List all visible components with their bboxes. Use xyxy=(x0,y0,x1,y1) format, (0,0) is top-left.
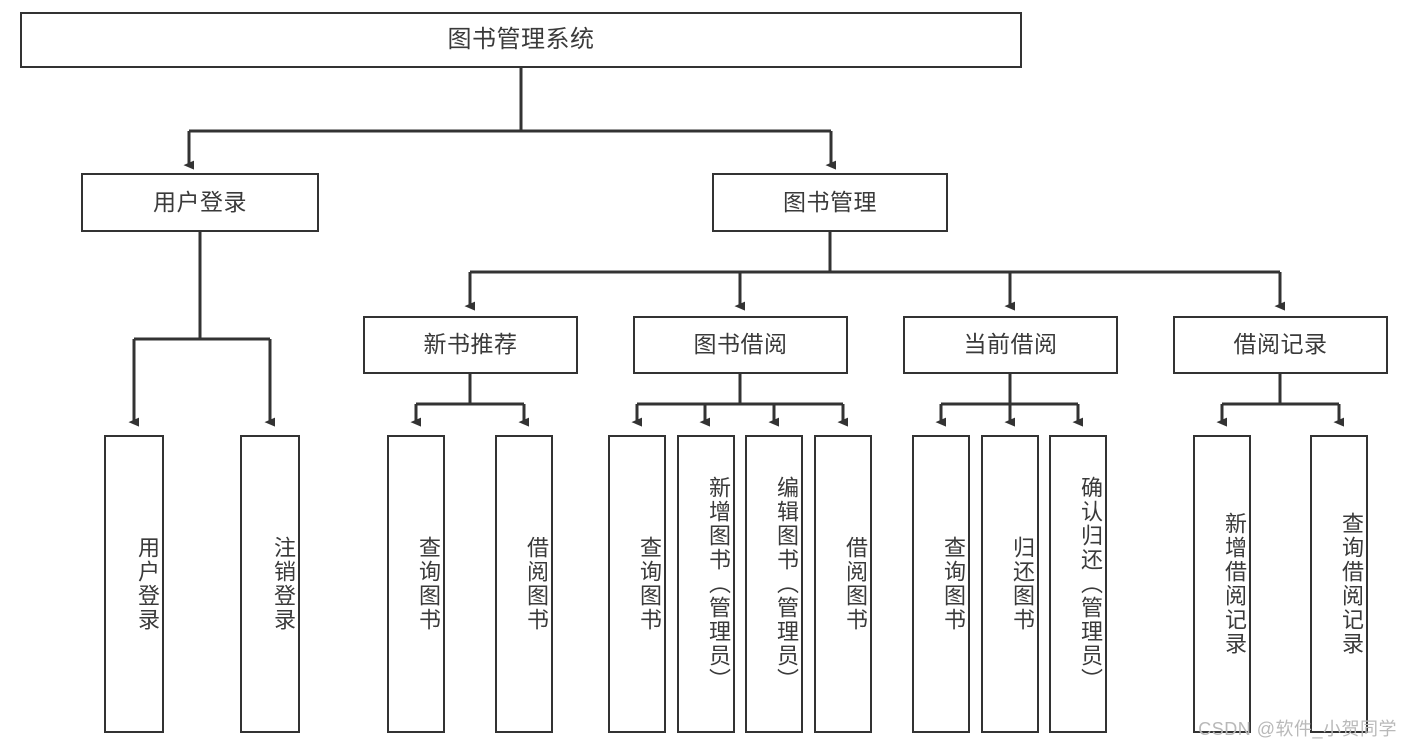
leaf-borrow-book[interactable]: 借阅图书 xyxy=(814,435,872,733)
leaf-query-book-recommend[interactable]: 查询图书 xyxy=(387,435,445,733)
node-label: 查询借阅记录 xyxy=(1339,512,1364,656)
node-root-system[interactable]: 图书管理系统 xyxy=(20,12,1022,68)
leaf-add-book-admin[interactable]: 新增图书（管理员） xyxy=(677,435,735,733)
leaf-return-book[interactable]: 归还图书 xyxy=(981,435,1039,733)
node-label: 确认归还（管理员） xyxy=(1078,476,1103,692)
leaf-query-book-current[interactable]: 查询图书 xyxy=(912,435,970,733)
leaf-user-login[interactable]: 用户登录 xyxy=(104,435,164,733)
node-label: 当前借阅 xyxy=(963,331,1058,358)
node-label: 用户登录 xyxy=(135,536,160,632)
node-label: 注销登录 xyxy=(271,536,296,632)
node-label: 图书管理 xyxy=(783,188,877,215)
node-label: 归还图书 xyxy=(1010,536,1035,632)
node-label: 查询图书 xyxy=(637,536,662,632)
leaf-borrow-book-recommend[interactable]: 借阅图书 xyxy=(495,435,553,733)
node-new-book-recommend[interactable]: 新书推荐 xyxy=(363,316,578,374)
leaf-confirm-return-admin[interactable]: 确认归还（管理员） xyxy=(1049,435,1107,733)
node-label: 新书推荐 xyxy=(423,331,518,358)
node-label: 图书借阅 xyxy=(693,331,788,358)
node-book-borrow[interactable]: 图书借阅 xyxy=(633,316,848,374)
node-label: 借阅图书 xyxy=(843,536,868,632)
leaf-query-book-borrow[interactable]: 查询图书 xyxy=(608,435,666,733)
node-label: 编辑图书（管理员） xyxy=(774,476,799,692)
node-label: 查询图书 xyxy=(416,536,441,632)
leaf-add-borrow-record[interactable]: 新增借阅记录 xyxy=(1193,435,1251,733)
leaf-logout[interactable]: 注销登录 xyxy=(240,435,300,733)
leaf-query-borrow-record[interactable]: 查询借阅记录 xyxy=(1310,435,1368,733)
node-label: 借阅图书 xyxy=(524,536,549,632)
node-book-management[interactable]: 图书管理 xyxy=(712,173,948,232)
node-label: 新增借阅记录 xyxy=(1222,512,1247,656)
node-current-borrow[interactable]: 当前借阅 xyxy=(903,316,1118,374)
node-label: 新增图书（管理员） xyxy=(706,476,731,692)
csdn-watermark: CSDN @软件_小贺同学 xyxy=(1198,719,1397,739)
leaf-edit-book-admin[interactable]: 编辑图书（管理员） xyxy=(745,435,803,733)
node-user-login[interactable]: 用户登录 xyxy=(81,173,319,232)
node-borrow-records[interactable]: 借阅记录 xyxy=(1173,316,1388,374)
node-label: 用户登录 xyxy=(153,188,247,215)
node-label: 图书管理系统 xyxy=(447,25,595,53)
node-label: 查询图书 xyxy=(941,536,966,632)
node-label: 借阅记录 xyxy=(1233,331,1328,358)
